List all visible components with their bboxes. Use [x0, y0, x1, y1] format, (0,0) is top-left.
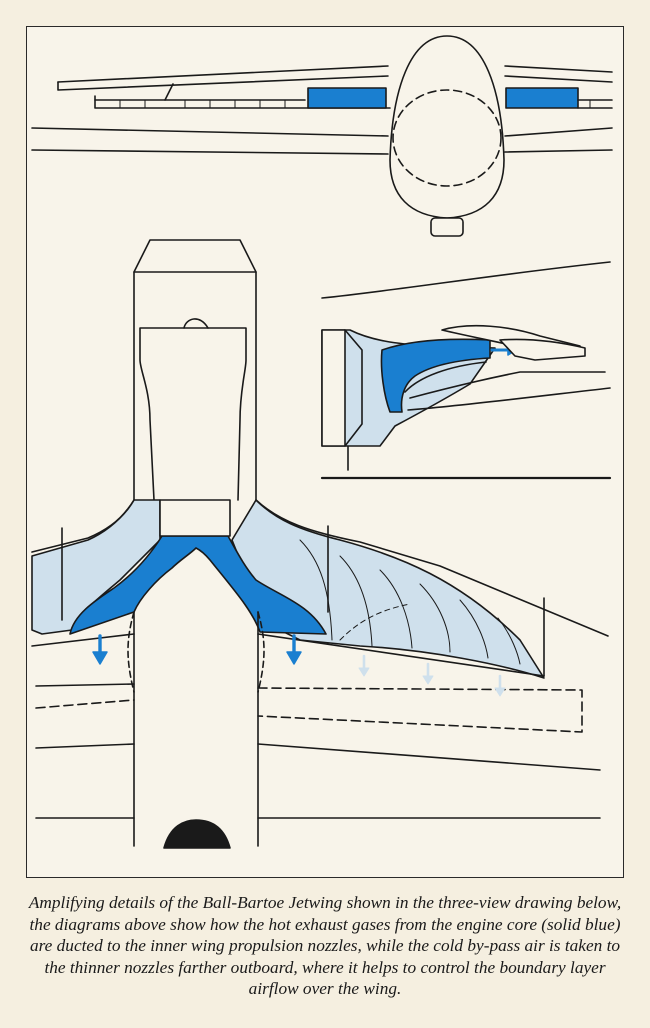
diagram-frame	[26, 26, 624, 878]
plan-hot-thrust-arrows	[92, 634, 302, 665]
cutaway-hot-core-duct	[380, 338, 491, 413]
plan-exhaust-collector	[159, 499, 231, 537]
cutaway-flap-lower	[499, 338, 586, 361]
plan-hot-core-duct	[69, 535, 327, 635]
front-view-diagram	[31, 35, 613, 237]
figure-caption: Amplifying details of the Ball-Bartoe Je…	[28, 893, 622, 998]
plan-fuselage-lower	[133, 611, 259, 847]
plan-cold-bypass-arrows	[358, 654, 506, 697]
plan-view-diagram	[31, 239, 609, 849]
plan-right-wing-leading-edge	[255, 499, 609, 637]
front-wing-upper-edge	[57, 65, 389, 83]
front-fuselage-keel	[430, 217, 464, 237]
plan-cockpit-canopy	[163, 819, 231, 849]
nozzle-cutaway-diagram	[320, 261, 612, 480]
front-hot-nozzle-left	[307, 87, 387, 109]
front-wing-lower-edge	[31, 127, 389, 137]
front-fuselage	[389, 35, 505, 219]
plan-engine-pod	[139, 327, 247, 501]
plan-bypass-flow-lines	[299, 539, 521, 665]
plan-fuselage-upper	[133, 239, 257, 501]
front-engine-intake-dashed	[392, 89, 502, 187]
front-hot-nozzle-right	[505, 87, 579, 109]
cutaway-intake	[321, 329, 346, 447]
